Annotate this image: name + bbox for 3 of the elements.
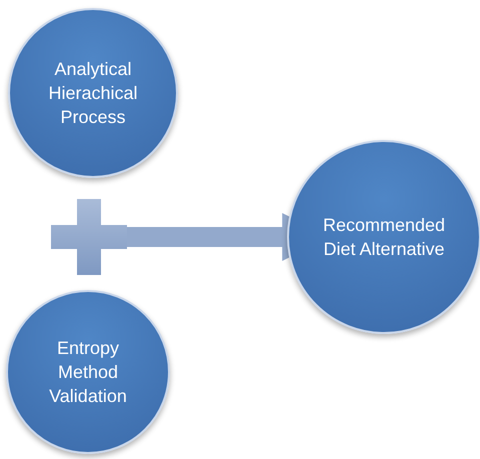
node-label: Entropy Method Validation [48,337,128,408]
node-label: Recommended Diet Alternative [322,214,446,261]
node-label: Analytical Hierachical Process [47,58,139,129]
